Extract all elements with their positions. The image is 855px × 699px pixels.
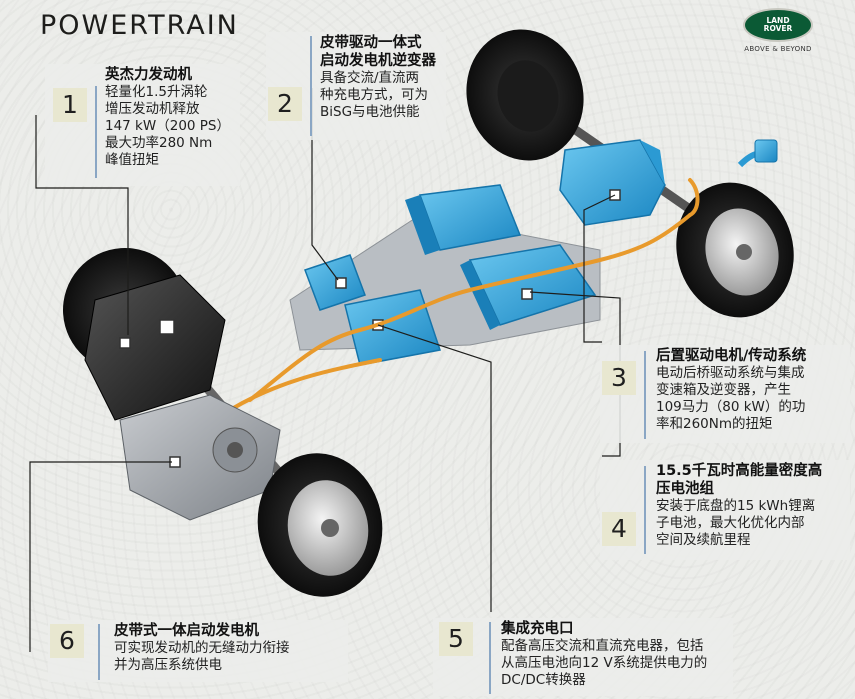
callout-6-line: 并为高压系统供电: [114, 657, 222, 673]
logo-line1: LAND: [766, 16, 790, 26]
gearbox: [119, 394, 281, 521]
callout-1-line: 轻量化1.5升涡轮: [105, 84, 208, 101]
callout-1-line: 增压发动机释放: [105, 101, 200, 117]
bisg-inverter: [304, 254, 366, 311]
callout-3-title: 后置驱动电机/传动系统: [656, 348, 807, 364]
rear-right-tire: [676, 182, 794, 318]
callout-2-line: 种充电方式，可为: [320, 87, 428, 104]
callout-2-accent: [310, 36, 312, 136]
callout-1-line: 最大功率280 Nm: [105, 134, 213, 151]
callout-3-accent: [644, 351, 646, 439]
callout-4-accent: [644, 466, 646, 554]
callout-4-line: 子电池，最大化优化内部: [656, 515, 805, 532]
page-title: POWERTRAIN: [40, 10, 239, 41]
callout-3-line: 变速箱及逆变器，产生: [656, 382, 791, 398]
callout-2: 2 皮带驱动一体式 启动发电机逆变器 具备交流/直流两 种充电方式，可为 BiS…: [266, 32, 446, 140]
callout-4-number: 4: [602, 512, 636, 546]
callout-2-number: 2: [268, 87, 302, 121]
logo-tagline: ABOVE & BEYOND: [744, 45, 812, 53]
callout-4-line: 安装于底盘的15 kWh锂离: [656, 498, 816, 515]
callout-5-line: 配备高压交流和直流充电器，包括: [501, 638, 704, 655]
callout-4-title: 15.5千瓦时高能量密度高: [656, 463, 823, 479]
callout-4-line: 空间及续航里程: [656, 532, 751, 548]
callout-4-title: 压电池组: [656, 481, 714, 498]
callout-2-line: 具备交流/直流两: [320, 70, 420, 87]
land-rover-logo: LAND ROVER ABOVE & BEYOND: [738, 8, 818, 53]
callout-5-title: 集成充电口: [501, 621, 574, 637]
rear-left-tire: [466, 29, 584, 161]
front-right-tire: [257, 453, 383, 597]
logo-oval: LAND ROVER: [743, 8, 813, 42]
callout-3-line: 率和260Nm的扭矩: [656, 415, 773, 432]
callout-3-line: 电动后桥驱动系统与集成: [656, 365, 805, 382]
charge-port: [737, 139, 778, 168]
callout-5-line: DC/DC转换器: [501, 671, 586, 688]
callout-6-line: 可实现发动机的无缝动力衔接: [114, 640, 290, 657]
rear-drive-unit: [559, 139, 666, 226]
callout-1-line: 147 kW（200 PS）: [105, 117, 230, 134]
callout-6-number: 6: [50, 624, 84, 658]
callout-2-line: BiSG与电池供能: [320, 104, 420, 120]
battery-pack-main: [460, 244, 597, 330]
engine: [84, 274, 226, 421]
leader-lines: [29, 88, 621, 652]
callout-6: 6 皮带式一体启动发电机 可实现发动机的无缝动力衔接 并为高压系统供电: [48, 620, 348, 682]
callout-3-line: 109马力（80 kW）的功: [656, 398, 806, 415]
callout-5: 5 集成充电口 配备高压交流和直流充电器，包括 从高压电池向12 V系统提供电力…: [433, 618, 733, 696]
callout-2-title: 启动发电机逆变器: [320, 53, 436, 70]
battery-pack-upper: [405, 184, 522, 255]
callout-3-number: 3: [602, 361, 636, 395]
callout-5-accent: [489, 622, 491, 694]
callout-6-accent: [98, 624, 100, 680]
callout-1-accent: [95, 86, 97, 178]
callout-6-title: 皮带式一体启动发电机: [114, 623, 259, 639]
callout-1-line: 峰值扭矩: [105, 151, 159, 168]
callout-2-title: 皮带驱动一体式: [320, 35, 422, 51]
callout-1: 1 英杰力发动机 轻量化1.5升涡轮 增压发动机释放 147 kW（200 PS…: [45, 64, 240, 186]
callout-5-number: 5: [439, 622, 473, 656]
callout-1-title: 英杰力发动机: [105, 67, 192, 83]
callout-4: 4 15.5千瓦时高能量密度高 压电池组 安装于底盘的15 kWh锂离 子电池，…: [600, 460, 850, 560]
callout-5-line: 从高压电池向12 V系统提供电力的: [501, 655, 708, 671]
callout-3: 3 后置驱动电机/传动系统 电动后桥驱动系统与集成 变速箱及逆变器，产生 109…: [600, 345, 850, 443]
callout-1-number: 1: [53, 88, 87, 122]
logo-line2: ROVER: [763, 24, 793, 33]
